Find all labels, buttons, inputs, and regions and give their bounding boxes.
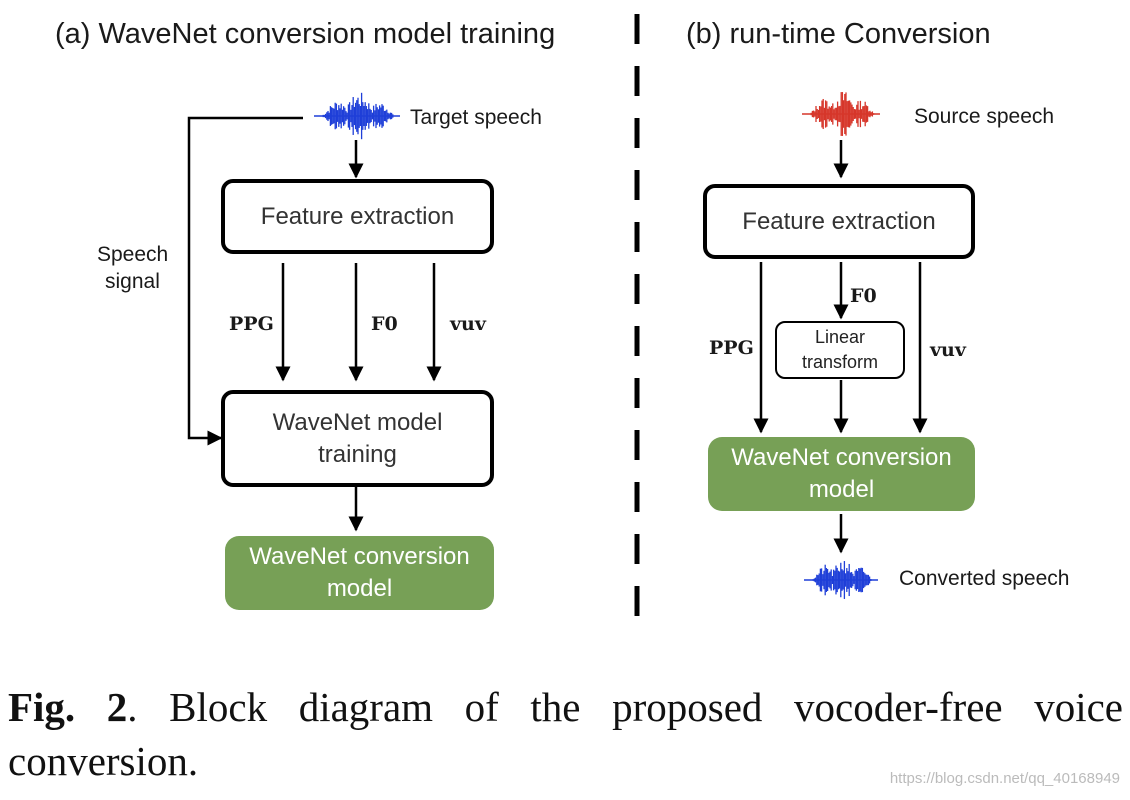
source-speech-waveform xyxy=(802,92,880,136)
panel-b-title: (b) run-time Conversion xyxy=(686,18,991,50)
wavenet-training-line1: WaveNet model xyxy=(272,408,443,436)
source-speech-label: Source speech xyxy=(914,105,1055,128)
speech-signal-label-line2: signal xyxy=(105,270,160,293)
linear-transform-box: Linear transform xyxy=(775,321,905,379)
figure-caption-text: . Block diagram of the proposed vocoder-… xyxy=(8,684,1123,784)
speech-signal-path xyxy=(187,116,303,446)
target-speech-waveform xyxy=(314,92,400,140)
wavenet-conversion-model-b: WaveNet conversion model xyxy=(708,437,975,511)
model-line2-b: model xyxy=(808,476,875,503)
ppg-label-a: PPG xyxy=(229,313,274,335)
target-speech-label: Target speech xyxy=(410,106,542,129)
output-model-line2-a: model xyxy=(326,575,393,602)
wavenet-training-box: WaveNet model training xyxy=(221,390,494,487)
output-model-line1-a: WaveNet conversion xyxy=(249,543,470,570)
linear-transform-line2: transform xyxy=(801,352,879,372)
panel-a-title: (a) WaveNet conversion model training xyxy=(55,18,556,50)
f0-label-a: F0 xyxy=(371,313,398,335)
vuv-label-b: vuv xyxy=(930,339,966,361)
feature-extraction-box-a: Feature extraction xyxy=(221,179,494,254)
converted-speech-waveform xyxy=(804,561,878,599)
f0-label-b: F0 xyxy=(850,285,877,307)
vuv-label-a: vuv xyxy=(450,313,486,335)
linear-transform-line1: Linear xyxy=(814,327,866,347)
feature-extraction-label-b: Feature extraction xyxy=(742,207,936,235)
converted-speech-label: Converted speech xyxy=(899,567,1070,590)
speech-signal-label-line1: Speech xyxy=(97,243,169,266)
figure-caption: Fig. 2. Block diagram of the proposed vo… xyxy=(8,680,1123,788)
watermark: https://blog.csdn.net/qq_40168949 xyxy=(889,770,1120,787)
diagram-canvas xyxy=(187,14,928,620)
feature-extraction-label-a: Feature extraction xyxy=(260,202,455,230)
ppg-label-b: PPG xyxy=(709,337,754,359)
figure-number: Fig. 2 xyxy=(8,684,128,730)
wavenet-training-line2: training xyxy=(318,440,397,468)
feature-extraction-box-b: Feature extraction xyxy=(703,184,975,259)
wavenet-conversion-model-output-a: WaveNet conversion model xyxy=(225,536,494,610)
model-line1-b: WaveNet conversion xyxy=(731,444,952,471)
